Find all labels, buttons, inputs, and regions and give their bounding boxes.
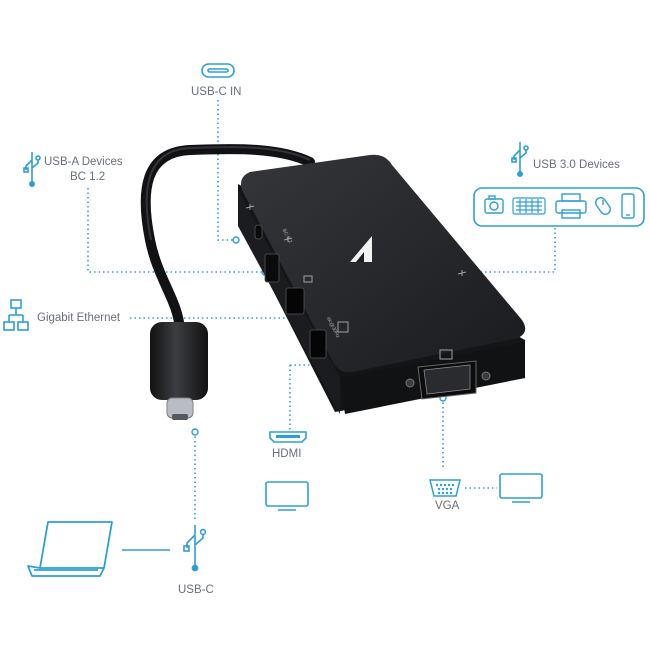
line-usb3 — [468, 228, 556, 273]
printer-icon — [555, 193, 587, 219]
hdmi-port — [309, 329, 327, 359]
brand-logo — [350, 236, 372, 262]
monitor-icon — [499, 473, 543, 503]
label-usba-devices: USB-A Devices — [44, 156, 123, 168]
usb-c-plug — [150, 322, 208, 420]
line-usba — [87, 188, 265, 273]
label-hdmi: HDMI — [272, 448, 302, 460]
phone-icon — [621, 193, 635, 219]
usb-icon — [511, 142, 529, 178]
usb-icon — [183, 525, 207, 572]
line-usbc-in — [217, 100, 236, 241]
adapter-body — [238, 154, 526, 414]
usb-c-port-icon — [201, 63, 235, 78]
hdmi-port-icon — [269, 431, 307, 443]
line-hdmi — [289, 364, 317, 430]
label-usb3-devices: USB 3.0 Devices — [533, 159, 620, 171]
camera-icon — [484, 195, 504, 214]
label-usba-bc: BC 1.2 — [70, 171, 106, 183]
label-gigabit-ethernet: Gigabit Ethernet — [37, 312, 121, 324]
vga-port — [405, 360, 491, 400]
label-usbc: USB-C — [178, 584, 214, 596]
network-icon — [3, 299, 29, 331]
label-vga: VGA — [435, 500, 460, 512]
mouse-icon — [595, 197, 611, 215]
keyboard-icon — [512, 197, 546, 215]
usb-c-port — [254, 224, 263, 240]
ethernet-port — [285, 287, 305, 315]
monitor-icon — [265, 481, 309, 511]
laptop-icon — [27, 521, 113, 577]
usb-icon — [23, 152, 41, 188]
vga-port-icon — [429, 479, 461, 497]
label-usbc-in: USB-C IN — [191, 86, 242, 98]
usb-a-port — [264, 253, 280, 283]
usb3-devices-panel — [473, 187, 645, 227]
